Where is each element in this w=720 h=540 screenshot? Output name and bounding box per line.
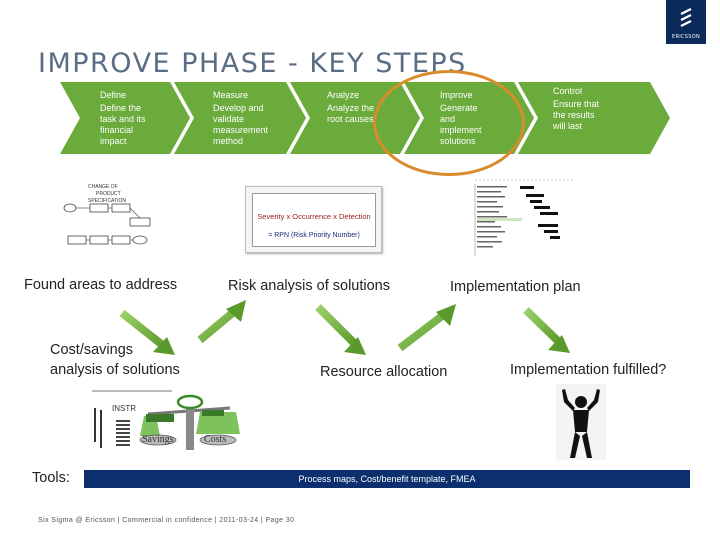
tools-bar: Process maps, Cost/benefit template, FME… [84, 470, 690, 488]
celebrating-person-image [556, 384, 606, 460]
footer: Six Sigma @ Ericsson | Commercial in con… [38, 517, 294, 524]
arrow-plan-to-fulfilled [526, 310, 570, 353]
arrow-cost-to-risk [200, 300, 246, 340]
scale-illustration [90, 386, 250, 458]
celebrating-person-icon [556, 384, 606, 460]
scale-costs-text: Costs [204, 434, 226, 445]
arrow-risk-to-resource [318, 307, 366, 355]
tools-text: Process maps, Cost/benefit template, FME… [84, 474, 690, 484]
scale-savings-text: Savings [142, 434, 174, 445]
tools-label: Tools: [32, 470, 70, 486]
arrow-found-to-cost [122, 313, 175, 355]
arrow-resource-to-plan [400, 304, 456, 348]
scale-top-text: INSTR [112, 404, 136, 413]
